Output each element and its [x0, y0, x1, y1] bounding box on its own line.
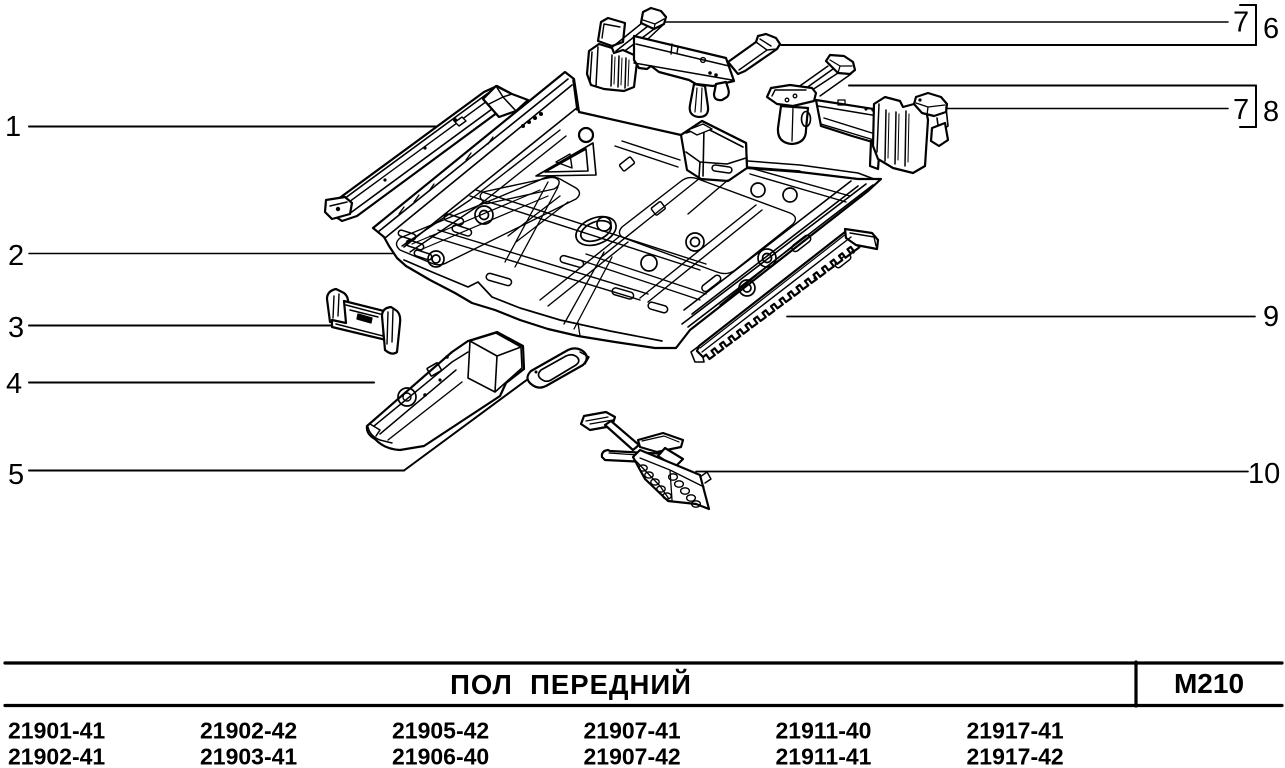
svg-text:7: 7	[1233, 7, 1249, 39]
svg-text:ПОЛ ПЕРЕДНИЙ: ПОЛ ПЕРЕДНИЙ	[450, 669, 692, 700]
svg-text:7: 7	[1233, 94, 1249, 126]
svg-text:21902-42: 21902-42	[200, 718, 297, 744]
svg-text:21905-42: 21905-42	[392, 718, 489, 744]
svg-text:5: 5	[8, 459, 24, 491]
svg-text:1: 1	[5, 111, 21, 143]
svg-text:21906-40: 21906-40	[392, 744, 489, 768]
svg-text:3: 3	[8, 312, 24, 344]
svg-text:4: 4	[6, 368, 22, 400]
svg-text:2: 2	[8, 240, 24, 272]
svg-text:21911-41: 21911-41	[776, 744, 872, 768]
svg-text:21901-41: 21901-41	[8, 718, 105, 744]
svg-text:6: 6	[1263, 13, 1279, 45]
svg-text:9: 9	[1263, 301, 1279, 333]
svg-text:М210: М210	[1174, 668, 1244, 699]
svg-text:21917-41: 21917-41	[967, 718, 1064, 744]
svg-text:10: 10	[1248, 458, 1280, 490]
svg-text:21911-40: 21911-40	[776, 718, 872, 744]
svg-text:21907-41: 21907-41	[584, 718, 681, 744]
svg-text:8: 8	[1263, 96, 1279, 128]
svg-text:21917-42: 21917-42	[967, 744, 1064, 768]
svg-text:21902-41: 21902-41	[8, 744, 105, 768]
svg-text:21907-42: 21907-42	[584, 744, 681, 768]
svg-text:21903-41: 21903-41	[200, 744, 297, 768]
